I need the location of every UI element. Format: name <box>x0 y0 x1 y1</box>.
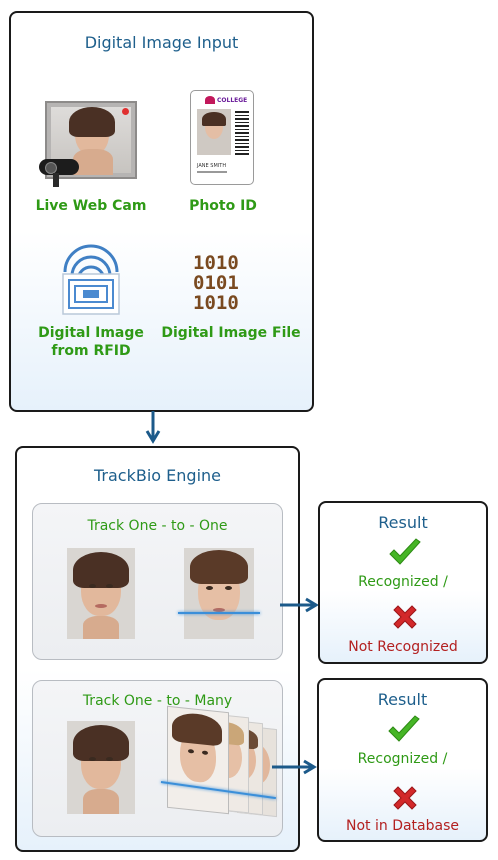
result-box-one-to-one: Result Recognized / Not Recognized <box>318 501 488 664</box>
one-to-one-box: Track One - to - One <box>32 503 283 660</box>
result-one-negative: Not Recognized <box>348 639 458 655</box>
result-box-one-to-many: Result Recognized / Not in Database <box>317 678 488 842</box>
cross-icon <box>393 605 417 629</box>
checkmark-icon <box>389 538 421 565</box>
result-many-positive: Recognized / <box>357 751 448 767</box>
photo-id-label: Photo ID <box>189 198 257 214</box>
binary-row-3: 1010 <box>193 292 239 314</box>
result-arrow-one <box>280 597 319 613</box>
match-face-photo <box>184 548 254 639</box>
database-faces-stack <box>163 705 283 819</box>
id-card-college: COLLEGE <box>217 97 248 104</box>
scan-line <box>178 612 260 614</box>
id-card-name: JANE SMITH <box>197 163 227 169</box>
one-to-many-title: Track One - to - Many <box>82 693 233 709</box>
binary-file-icon: 1010 0101 1010 <box>193 253 249 315</box>
result-one-title: Result <box>378 513 428 532</box>
down-arrow-connector <box>145 411 161 444</box>
result-arrow-many <box>272 759 317 775</box>
input-panel-title: Digital Image Input <box>84 33 239 52</box>
digital-image-file-label: Digital Image File <box>161 325 301 341</box>
rfid-label-line1: Digital Image <box>38 325 144 341</box>
checkmark-icon <box>388 715 420 742</box>
trackbio-engine-panel: TrackBio Engine Track One - to - One Tra… <box>15 446 300 852</box>
result-one-positive: Recognized / <box>358 574 448 590</box>
result-many-title: Result <box>377 690 428 709</box>
cross-icon <box>393 786 417 810</box>
binary-row-2: 0101 <box>193 272 239 294</box>
query-face-photo <box>67 721 135 814</box>
digital-image-input-panel: Digital Image Input Live Web Cam COLLEGE… <box>9 11 314 412</box>
engine-panel-title: TrackBio Engine <box>94 466 221 485</box>
binary-row-1: 1010 <box>193 252 239 274</box>
rfid-label-line2: from RFID <box>51 343 131 359</box>
photo-id-card-icon: COLLEGE JANE SMITH <box>190 90 254 185</box>
rfid-icon <box>57 244 125 316</box>
one-to-one-title: Track One - to - One <box>87 518 228 534</box>
one-to-many-box: Track One - to - Many <box>32 680 283 837</box>
probe-face-photo <box>67 548 135 639</box>
result-many-negative: Not in Database <box>346 818 459 834</box>
live-web-cam-label: Live Web Cam <box>35 198 147 214</box>
webcam-icon <box>39 101 137 193</box>
